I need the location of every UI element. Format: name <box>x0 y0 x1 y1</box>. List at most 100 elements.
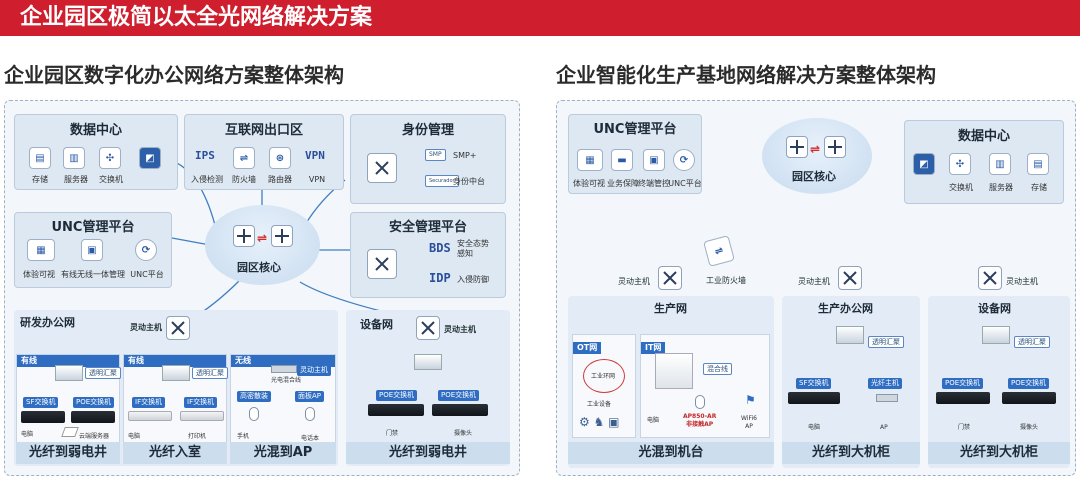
bds-icon: BDS <box>429 241 451 255</box>
right-device-sw1-icon <box>936 392 990 404</box>
rd-group2-agg-icon <box>162 365 190 381</box>
right-dc-item-3: 存储 <box>1031 183 1047 192</box>
idp-icon: IDP <box>429 271 451 285</box>
unc-platform-icon: ⟳ <box>135 239 157 261</box>
prod-office-dev2: AP <box>880 424 888 431</box>
ot-box: OT网 工业环网 工业设备 ⚙ ♞ ▣ <box>572 334 636 438</box>
rd-group2-footer: 光纤入室 <box>123 442 227 464</box>
prod-office-title: 生产办公网 <box>818 302 873 315</box>
right-device-agg-icon <box>982 326 1010 344</box>
left-equip-dev2: 摄像头 <box>454 430 473 437</box>
rd-group3-dev1: 手机 <box>237 433 250 440</box>
core-switch-icon <box>233 225 255 247</box>
left-equip-box: 设备网 灵动主机 POE交换机 POE交换机 门禁 摄像头 <box>346 310 510 466</box>
r-storage-icon: ▤ <box>1027 153 1049 175</box>
ot-ring-label: 工业环网 <box>591 373 616 380</box>
rd-cloud-desktop-icon <box>61 427 79 437</box>
core-cloud: ⇌ 园区核心 <box>205 205 320 285</box>
right-device-agg: 透明汇聚 <box>1014 336 1050 348</box>
internet-box: 互联网出口区 IPS ⇌ ⊛ VPN 入侵检测 防火墙 路由器 VPN <box>184 114 344 190</box>
security-item-ips: 入侵防御 <box>457 275 489 284</box>
rd-group2-title: 有线 <box>124 355 226 367</box>
right-device-box: 设备网 透明汇聚 POE交换机 POE交换机 门禁 摄像头 <box>928 296 1070 468</box>
security-box: 安全管理平台 BDS IDP 安全态势 感知 入侵防御 <box>350 212 506 298</box>
rd-group1-dev2: 云端服务器 <box>79 433 110 440</box>
ot-ring-icon <box>583 359 625 393</box>
rd-host-label: 灵动主机 <box>130 323 162 332</box>
r-host2-icon <box>838 266 862 290</box>
right-device-title: 设备网 <box>978 302 1011 315</box>
r-experience-icon: ▦ <box>577 149 603 171</box>
it-agg-label: 混合线 <box>703 363 732 375</box>
unc-item-visual: 体验可视 <box>23 270 55 279</box>
rd-group1-agg-label: 透明汇聚 <box>85 367 121 379</box>
securador-icon: Securador <box>425 175 459 187</box>
rd-group2-sw1-icon <box>128 411 172 421</box>
ap-icon-1 <box>249 407 259 421</box>
datacenter-item-server: 服务器 <box>64 175 88 184</box>
prod-office-sw1: SF交换机 <box>796 378 832 389</box>
left-equip-agg-icon <box>414 354 442 370</box>
left-equip-host: 灵动主机 <box>444 325 476 334</box>
left-equip-sw2-icon <box>432 404 488 416</box>
ap-icon-2 <box>305 407 315 421</box>
rd-group1-title: 有线 <box>17 355 119 367</box>
right-unc-item-4: UNC平台 <box>668 179 702 188</box>
r-server-icon: ▥ <box>989 153 1011 175</box>
right-unc-title: UNC管理平台 <box>593 122 677 137</box>
smp-icon: SMP <box>425 149 446 161</box>
right-device-sw2: POE交换机 <box>1008 378 1050 389</box>
rd-group2-agg-label: 透明汇聚 <box>192 367 228 379</box>
right-device-sw1: POE交换机 <box>942 378 984 389</box>
production-box: 生产网 OT网 工业环网 工业设备 ⚙ ♞ ▣ IT网 混合线 电脑 AP850… <box>568 296 774 468</box>
right-device-dev1: 门禁 <box>958 424 971 431</box>
datacenter-item-storage: 存储 <box>32 175 48 184</box>
firewall-icon: ⇌ <box>233 147 255 169</box>
prod-office-dev1: 电脑 <box>808 424 821 431</box>
unc-item-platform: UNC平台 <box>130 270 164 279</box>
rd-group1-agg-icon <box>55 365 83 381</box>
wifi6-icon: ⚑ <box>745 393 756 407</box>
it-dev2: AP850-AR 非接触AP <box>683 413 717 428</box>
industrial-robot-icon: ⚙ ♞ ▣ <box>579 415 620 429</box>
internet-title: 互联网出口区 <box>224 123 303 138</box>
r-host1-label: 灵动主机 <box>618 277 650 286</box>
datacenter-title: 数据中心 <box>69 123 122 138</box>
r-core-switch-icon-2 <box>824 136 846 158</box>
right-unc-item-1: 体验可视 <box>573 179 605 188</box>
r-terminal-icon: ▣ <box>643 149 665 171</box>
r-core-switch-icon <box>786 136 808 158</box>
left-equip-title: 设备网 <box>360 318 393 331</box>
it-dev3: WiFi6 AP <box>741 415 757 430</box>
internet-item-router: 路由器 <box>268 175 292 184</box>
right-core-cloud: ⇌ 园区核心 <box>762 118 872 194</box>
identity-box: 身份管理 SMP Securador SMP+ 身份中台 <box>350 114 506 204</box>
security-title: 安全管理平台 <box>388 220 467 235</box>
r-service-icon: ▬ <box>611 149 633 171</box>
right-device-dev2: 摄像头 <box>1020 424 1039 431</box>
production-title: 生产网 <box>654 302 687 315</box>
r-host3-label: 灵动主机 <box>1006 277 1038 286</box>
right-unc-item-2: 业务保障 <box>607 179 639 188</box>
unc-item-unified: 有线无线一体管理 <box>61 270 125 279</box>
it-box: IT网 混合线 电脑 AP850-AR 非接触AP WiFi6 AP ⚑ <box>640 334 770 438</box>
prod-office-agg-icon <box>836 326 864 344</box>
rd-group2-sw1: IF交换机 <box>132 397 166 408</box>
rd-group3-host-label: 灵动主机 <box>297 365 331 376</box>
unc-box: UNC管理平台 ▦ ▣ ⟳ 体验可视 有线无线一体管理 UNC平台 <box>14 212 172 288</box>
experience-icon: ▦ <box>27 239 55 261</box>
right-core-label: 园区核心 <box>792 170 836 183</box>
right-datacenter-title: 数据中心 <box>957 129 1010 144</box>
r-dc-core-icon: ◩ <box>913 153 935 175</box>
internet-item-ids: 入侵检测 <box>191 175 223 184</box>
right-dc-item-1: 交换机 <box>949 183 973 192</box>
industrial-firewall-label: 工业防火墙 <box>706 276 746 285</box>
prod-office-sw1-icon <box>788 392 840 404</box>
ot-dev-label: 工业设备 <box>587 401 612 408</box>
switch-icon: ✣ <box>99 147 121 169</box>
rd-group3-title: 无线 <box>231 355 335 367</box>
right-diagram-title: 企业智能化生产基地网络解决方案整体架构 <box>556 63 936 87</box>
rd-group1-dev1: 电脑 <box>21 431 34 438</box>
left-equip-sw1: POE交换机 <box>376 390 418 401</box>
banner-title: 企业园区极简以太全光网络解决方案 <box>0 0 1080 36</box>
